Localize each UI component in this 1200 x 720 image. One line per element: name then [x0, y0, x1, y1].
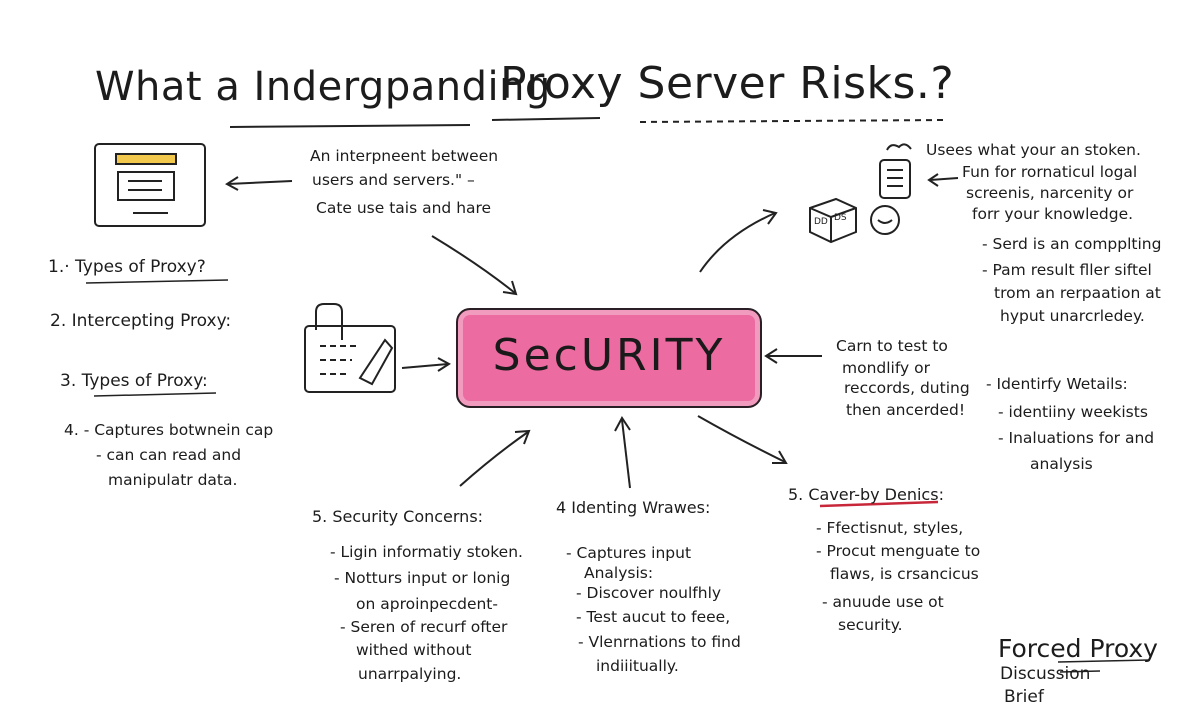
- identifying-item: - Captures input: [566, 544, 692, 562]
- modify-note: mondlify or: [842, 359, 930, 377]
- browser-window-icon: [94, 143, 206, 227]
- top-right-note: forr your knowledge.: [972, 205, 1134, 223]
- security-center-box: SecURITY: [456, 308, 762, 408]
- title-underline: [229, 124, 471, 128]
- brief-title: Forced Proxy: [998, 634, 1158, 663]
- title-right: Proxy Server Risks.?: [500, 58, 955, 109]
- identify-note: - identiiny weekists: [998, 403, 1148, 421]
- identify-note: analysis: [1030, 455, 1093, 473]
- left-list-item: 2. Intercepting Proxy:: [50, 311, 232, 331]
- svg-text:DD: DD: [814, 217, 828, 227]
- notepad-pencil-icon: [304, 303, 396, 393]
- brief-label: Brief: [1004, 687, 1044, 707]
- cover-item: security.: [838, 616, 903, 634]
- top-right-note: screenis, narcenity or: [966, 184, 1134, 202]
- modify-note: then ancerded!: [846, 401, 966, 419]
- identifying-heading: 4 Identing Wrawes:: [556, 498, 711, 517]
- left-list-item: 4. - Captures botwnein cap: [64, 421, 274, 439]
- modify-note: reccords, duting: [844, 379, 970, 397]
- security-concerns-heading: 5. Security Concerns:: [312, 507, 484, 526]
- identifying-item: Analysis:: [584, 564, 654, 582]
- right-bullet: trom an rerpaation at: [994, 284, 1161, 302]
- cover-heading: 5. Caver-by Denics:: [788, 485, 944, 504]
- left-list-item: 3. Types of Proxy:: [60, 371, 208, 391]
- definition-line: An interpneent between: [310, 147, 499, 165]
- left-list-item: - can can read and: [96, 446, 242, 464]
- title-left: What a Indergpanding: [95, 64, 551, 110]
- right-bullet: hyput unarcrledey.: [1000, 307, 1145, 325]
- identifying-item: indiiitually.: [596, 657, 679, 675]
- brief-discussion: Discussion: [1000, 664, 1091, 684]
- security-concerns-item: unarrpalying.: [358, 665, 462, 683]
- left-list-item: 1.· Types of Proxy?: [48, 257, 206, 277]
- cover-item: flaws, is crsancicus: [830, 565, 979, 583]
- security-concerns-item: - Seren of recurf ofter: [340, 618, 508, 636]
- identify-note: - Inaluations for and: [998, 429, 1155, 447]
- security-concerns-item: - Ligin informatiy stoken.: [330, 543, 523, 561]
- left-list-item: manipulatr data.: [108, 471, 238, 489]
- top-right-note: Usees what your an stoken.: [926, 141, 1141, 159]
- cover-item: - Procut menguate to: [816, 542, 981, 560]
- identifying-item: - Vlenrnations to find: [578, 633, 741, 651]
- security-concerns-item: on aproinpecdent-: [356, 595, 498, 613]
- definition-line: Cate use tais and hare: [316, 199, 492, 217]
- cover-item: - Ffectisnut, styles,: [816, 519, 964, 537]
- security-concerns-item: withed without: [356, 641, 472, 659]
- security-label: SecURITY: [492, 330, 726, 381]
- person-scroll-icon: [870, 143, 912, 235]
- box-icon: DD DS: [809, 197, 857, 244]
- definition-line: users and servers." –: [312, 171, 475, 189]
- cover-item: - anuude use ot: [822, 593, 944, 611]
- svg-text:DS: DS: [834, 213, 847, 223]
- right-bullet: - Serd is an compplting: [982, 235, 1162, 253]
- identifying-item: - Discover noulfhly: [576, 584, 722, 602]
- identifying-item: - Test aucut to feee,: [576, 608, 731, 626]
- top-right-note: Fun for rornaticul logal: [962, 163, 1138, 181]
- security-concerns-item: - Notturs input or lonig: [334, 569, 511, 587]
- modify-note: Carn to test to: [836, 337, 948, 355]
- identify-note: - Identirfy Wetails:: [986, 375, 1128, 393]
- right-bullet: - Pam result fller siftel: [982, 261, 1152, 279]
